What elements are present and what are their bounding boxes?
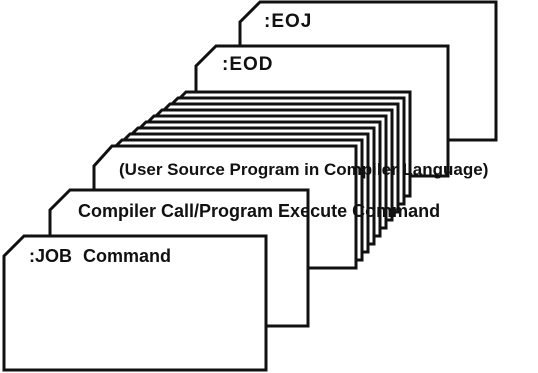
compiler-call-label: Compiler Call/Program Execute Command	[78, 201, 441, 221]
source-program-label: (User Source Program in Compiler Languag…	[119, 160, 489, 179]
job-card-label: :JOB Command	[29, 246, 172, 266]
job-card	[2, 234, 268, 372]
eod-card-label: :EOD	[222, 54, 274, 75]
eoj-card-label: :EOJ	[264, 11, 313, 32]
